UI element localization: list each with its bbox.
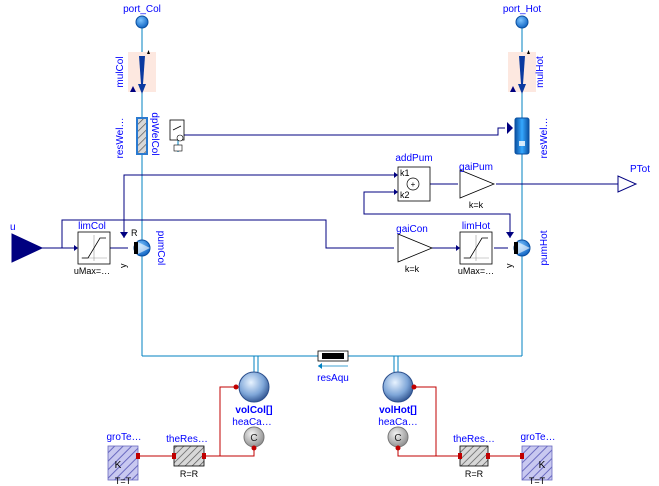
lim-col-label: limCol — [78, 221, 106, 232]
output-connector-icon — [617, 175, 638, 193]
fixed-temperature-icon — [521, 445, 553, 481]
lim-col-param: uMax=… — [74, 266, 110, 276]
pum-col-r: R — [131, 228, 138, 238]
gro-te-col-unit: K — [115, 460, 122, 471]
hea-ca-col-label: heaCa… — [232, 417, 271, 428]
fixed-temperature-icon — [107, 445, 139, 481]
cap-col-letter: C — [250, 433, 257, 444]
fluid-lines — [141, 22, 523, 372]
mixing-volume-icon — [238, 371, 270, 403]
gai-pum-label: gaiPum — [459, 162, 493, 173]
pum-hot-label: pumHot — [539, 230, 550, 265]
gro-te-hot[interactable]: groTe… K T=T — [520, 432, 556, 486]
res-wel-col[interactable]: resWel… — [115, 117, 148, 159]
res-aqu-label: resAqu — [317, 373, 349, 384]
res-wel-col-label: resWel… — [115, 118, 126, 159]
p-tot-label: PTot — [630, 164, 650, 175]
mul-hot-label: mulHot — [535, 56, 546, 88]
the-res-hot-param: R=R — [465, 469, 484, 479]
pum-col[interactable]: R y pumCol — [118, 228, 166, 268]
input-connector-icon — [11, 233, 44, 263]
port-col-label: port_Col — [123, 4, 161, 15]
gro-te-col-param: T=T — [115, 476, 132, 486]
p-tot-output[interactable]: PTot — [617, 164, 650, 193]
pum-col-label: pumCol — [155, 231, 166, 265]
port-hot[interactable]: port_Hot — [503, 4, 542, 29]
vol-hot-label: volHot[] — [379, 405, 417, 416]
gai-con-label: gaiCon — [396, 224, 428, 235]
mixing-volume-icon — [382, 371, 414, 403]
gai-pum[interactable]: gaiPum k=k — [459, 162, 496, 210]
sum-sign: + — [411, 180, 416, 189]
res-wel-hot-label: resWel… — [539, 118, 550, 159]
vol-col[interactable]: volCol[] heaCa… — [232, 371, 273, 428]
lim-hot[interactable]: limHot uMax=… — [456, 221, 494, 276]
add-pum-k1-label: k1 — [400, 168, 410, 178]
lim-hot-param: uMax=… — [458, 266, 494, 276]
mul-col-label: mulCol — [115, 56, 126, 87]
res-aqu[interactable]: resAqu — [317, 350, 349, 384]
add-pum-label: addPum — [395, 153, 432, 164]
well-resistance-icon — [514, 117, 530, 155]
dp-wel-col[interactable]: dpWelCol — [149, 112, 185, 156]
gro-te-col-label: groTe… — [106, 432, 141, 443]
signal-lines — [42, 127, 618, 249]
cap-hot[interactable]: C — [387, 426, 409, 451]
u-input[interactable]: u — [10, 222, 44, 263]
the-res-hot[interactable]: theRes… R=R — [453, 434, 495, 479]
thermal-resistor-icon — [173, 445, 205, 467]
mul-hot[interactable]: mulHot — [508, 50, 546, 94]
cap-hot-letter: C — [394, 433, 401, 444]
the-res-hot-label: theRes… — [453, 434, 495, 445]
cap-col[interactable]: C — [243, 426, 265, 451]
port-col[interactable]: port_Col — [123, 4, 161, 29]
gai-con[interactable]: gaiCon k=k — [396, 224, 434, 274]
gai-pum-param: k=k — [469, 200, 484, 210]
gain-icon — [397, 233, 434, 263]
the-res-col-param: R=R — [180, 469, 199, 479]
thermal-resistor-icon — [459, 445, 489, 467]
res-wel-hot[interactable]: resWel… — [507, 117, 550, 159]
fluid-port-icon — [515, 15, 529, 29]
gro-te-hot-param: T=T — [529, 476, 546, 486]
mul-col[interactable]: mulCol — [115, 50, 156, 94]
lim-col[interactable]: limCol uMax=… — [74, 221, 111, 276]
gro-te-hot-unit: K — [539, 460, 546, 471]
gro-te-col[interactable]: groTe… K T=T — [106, 432, 141, 486]
pum-col-y: y — [118, 263, 128, 268]
well-resistance-icon — [136, 117, 148, 155]
add-pum[interactable]: + k1 k2 addPum — [394, 153, 433, 202]
gro-te-hot-label: groTe… — [520, 432, 555, 443]
gai-con-param: k=k — [405, 264, 420, 274]
add-pum-k2-label: k2 — [400, 190, 410, 200]
the-res-col-label: theRes… — [166, 434, 208, 445]
vol-col-label: volCol[] — [235, 405, 272, 416]
port-hot-label: port_Hot — [503, 4, 542, 15]
the-res-col[interactable]: theRes… R=R — [166, 434, 208, 479]
vol-hot[interactable]: volHot[] heaCa… — [378, 371, 418, 428]
pum-hot[interactable]: y pumHot — [504, 230, 550, 268]
u-label: u — [10, 222, 16, 233]
pum-hot-y: y — [504, 263, 514, 268]
dp-wel-col-label: dpWelCol — [149, 112, 160, 155]
lim-hot-label: limHot — [462, 221, 491, 232]
fluid-port-icon — [135, 15, 149, 29]
hea-ca-hot-label: heaCa… — [378, 417, 417, 428]
gain-icon — [459, 169, 496, 199]
